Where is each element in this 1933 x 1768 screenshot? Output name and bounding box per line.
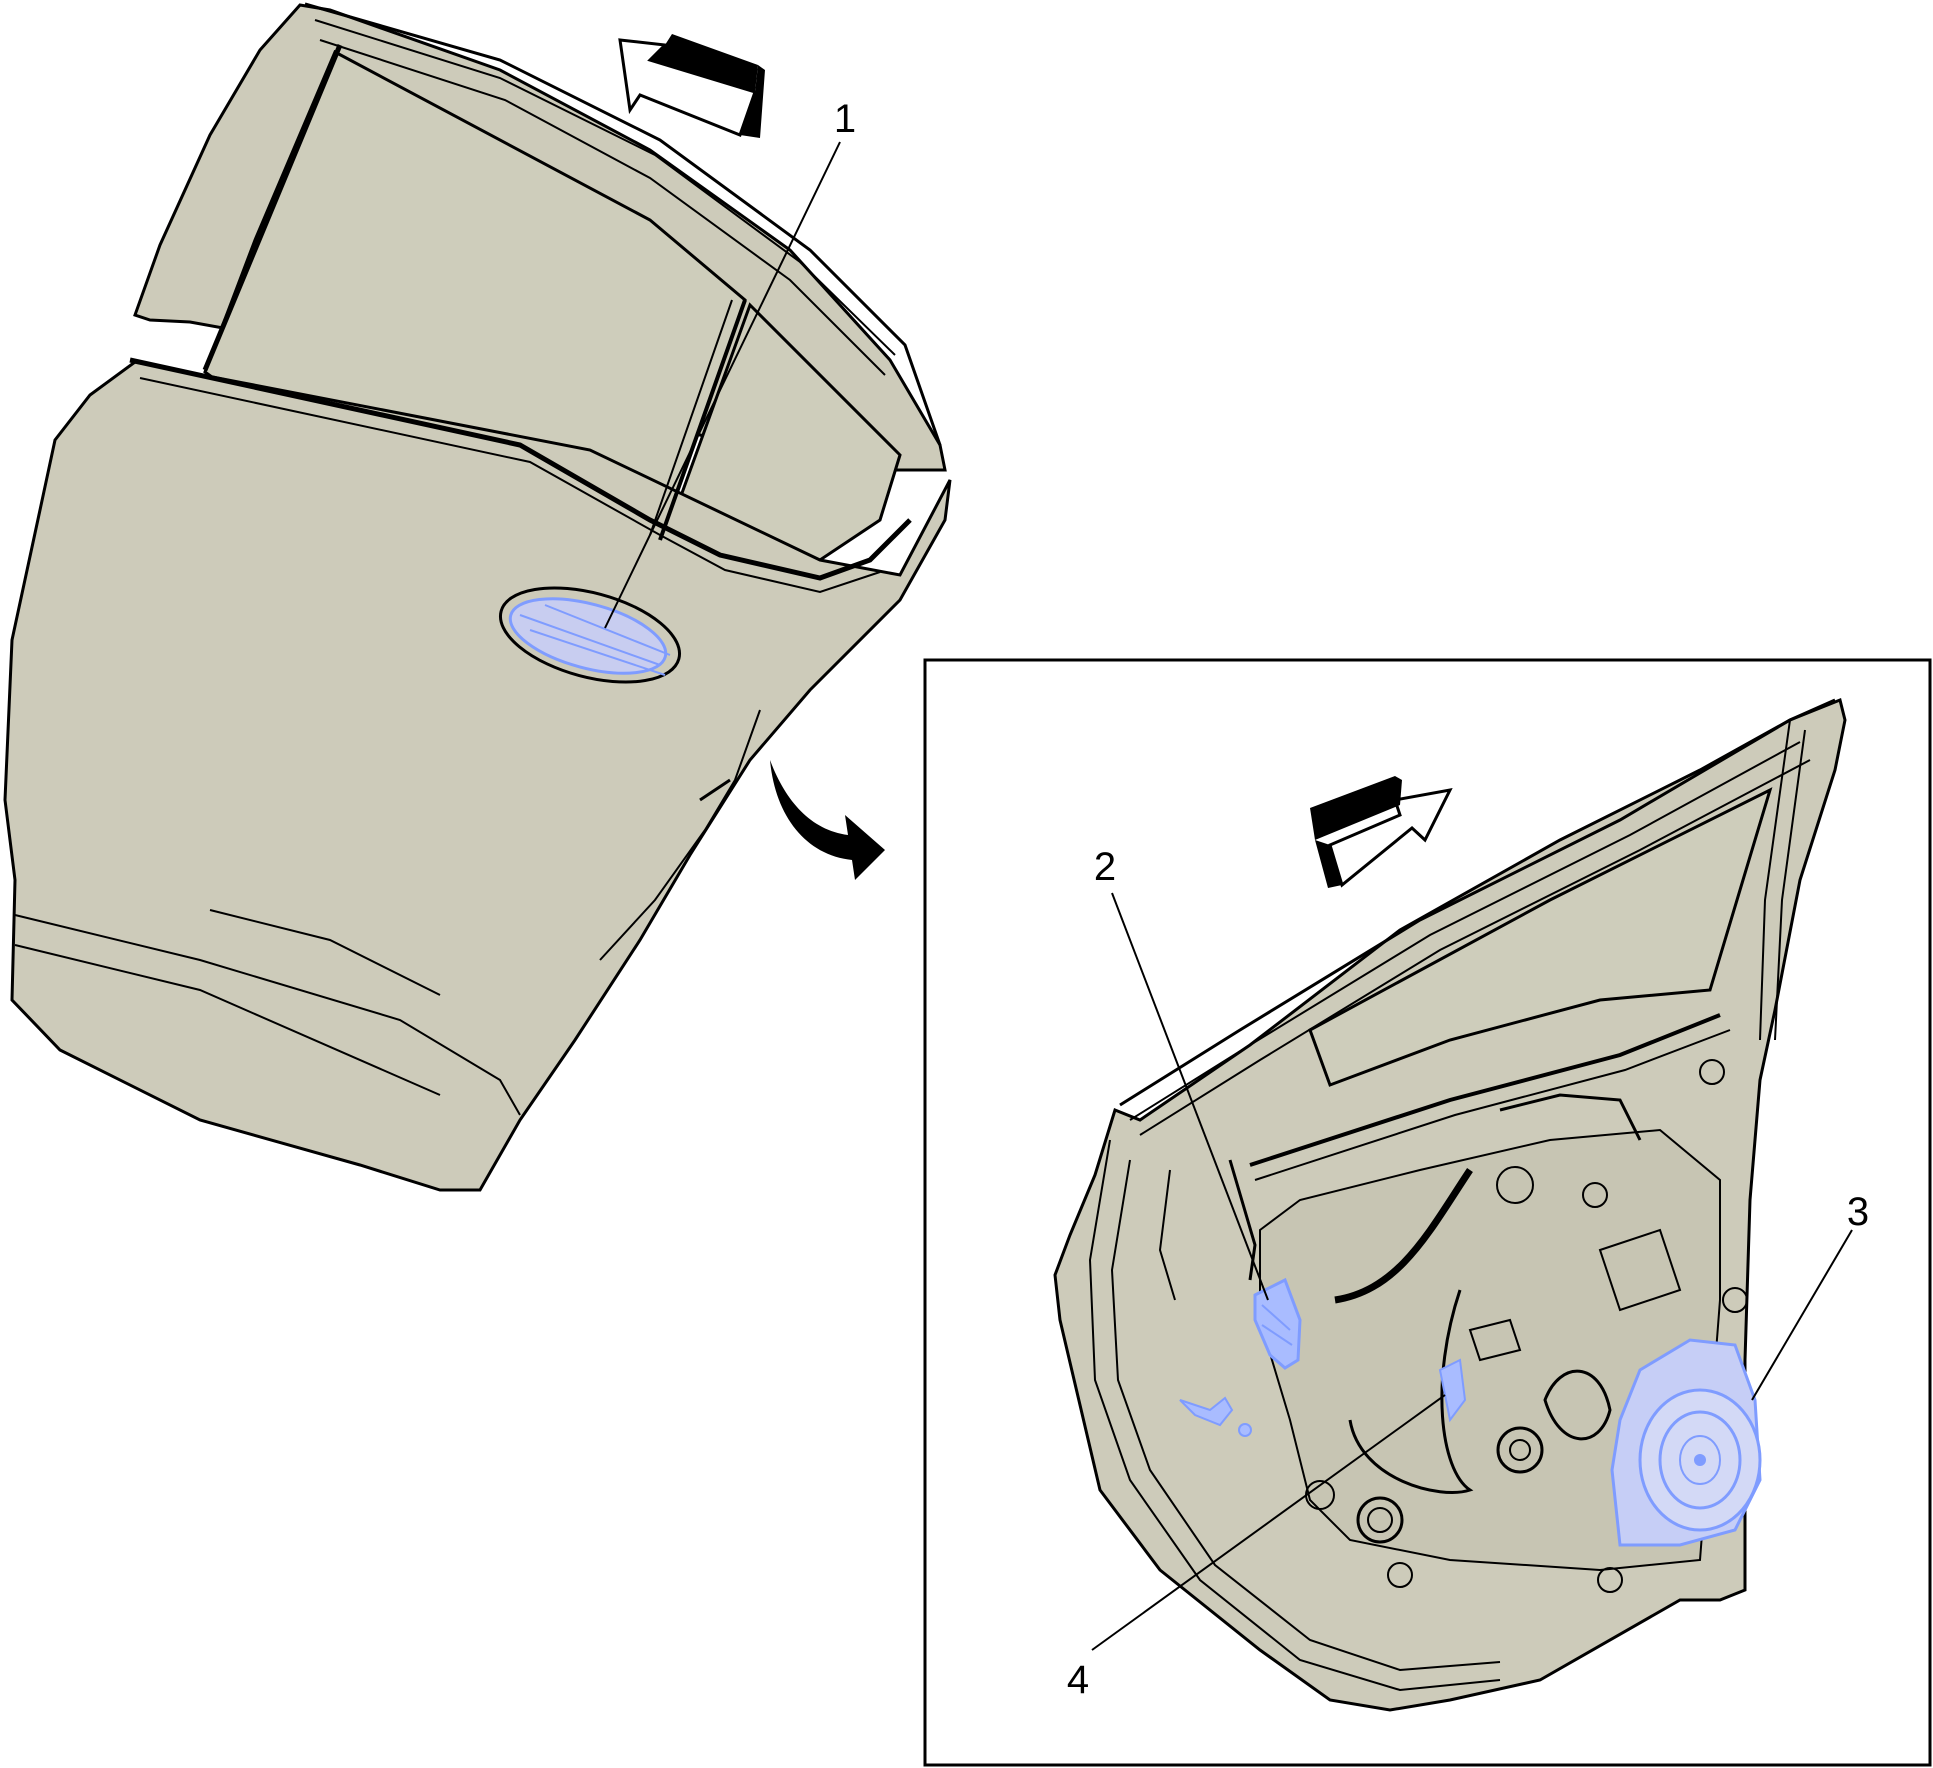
outer-door-view: 1 — [3, 2, 952, 1192]
callout-label-3: 3 — [1847, 1190, 1869, 1234]
wiring-clips — [1179, 1396, 1252, 1437]
door-speaker — [1610, 1338, 1762, 1547]
curved-arrow-icon — [770, 760, 885, 880]
callout-leader-2 — [1111, 892, 1269, 1301]
callout-label-4: 4 — [1067, 1658, 1089, 1702]
callout-label-2: 2 — [1094, 845, 1116, 889]
direction-arrow-icon — [1310, 776, 1453, 888]
inner-door-module — [1259, 1128, 1721, 1572]
door-lock-actuator — [1253, 1277, 1302, 1370]
callout-leader-4 — [1091, 1394, 1446, 1651]
lock-rod — [1438, 1358, 1467, 1423]
direction-arrow-icon — [618, 34, 765, 138]
callout-leader-1 — [604, 141, 841, 629]
outer-door-roof-rail — [304, 2, 942, 446]
inner-door-detail-view: 2 3 4 — [923, 658, 1932, 1767]
outer-door-belt-molding — [129, 357, 912, 581]
outside-door-handle — [498, 586, 682, 684]
callout-label-1: 1 — [834, 97, 856, 141]
outer-door-body — [3, 360, 952, 1192]
inner-door-glass — [1308, 787, 1773, 1087]
callout-leader-3 — [1751, 1229, 1853, 1401]
